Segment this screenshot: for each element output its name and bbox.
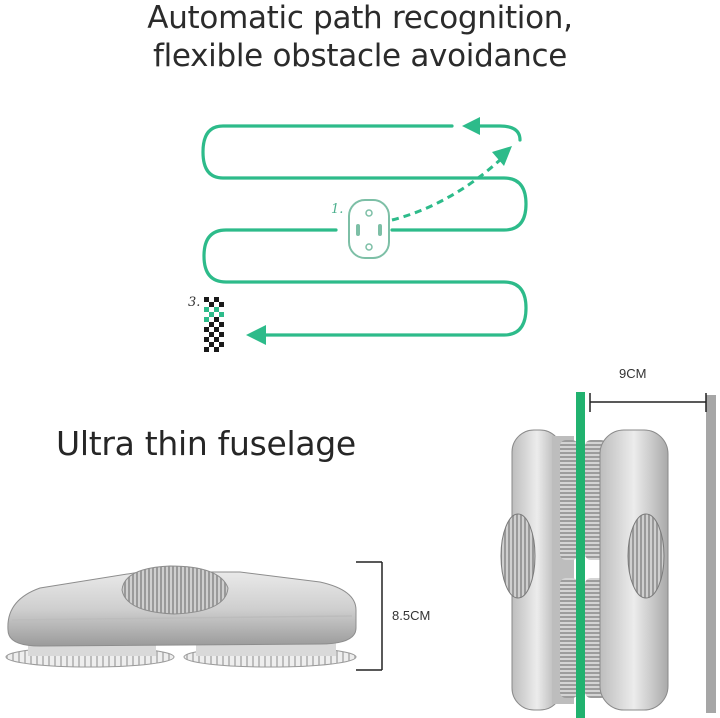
serpentine-path bbox=[201, 124, 528, 337]
arrow-left-top-icon bbox=[462, 117, 480, 135]
height-dimension-bracket bbox=[356, 561, 383, 671]
width-label: 9CM bbox=[619, 366, 647, 381]
height-label: 8.5CM bbox=[392, 608, 431, 623]
arrow-up-right-icon bbox=[492, 146, 512, 166]
glass-pane bbox=[576, 392, 585, 718]
step-1-label: 1. bbox=[331, 202, 343, 217]
path-return-segment bbox=[472, 124, 522, 142]
robot-top-view-icon bbox=[348, 199, 390, 259]
arrow-left-bottom-icon bbox=[246, 325, 266, 345]
right-grip-handle bbox=[627, 513, 665, 599]
cleaning-path-diagram: 1. 3. bbox=[188, 117, 528, 353]
headline-line-2: flexible obstacle avoidance bbox=[152, 38, 568, 74]
window-frame bbox=[706, 395, 716, 713]
step-3-label: 3. bbox=[188, 295, 200, 310]
headline-line-1: Automatic path recognition, bbox=[147, 0, 573, 36]
width-dimension-bracket bbox=[589, 393, 707, 412]
left-grip-handle bbox=[500, 513, 536, 599]
robot-side-profile-image bbox=[5, 565, 357, 668]
dashed-path bbox=[391, 158, 502, 222]
checkered-flag-icon bbox=[204, 297, 224, 353]
robot-front-view-image bbox=[500, 392, 716, 718]
subtitle: Ultra thin fuselage bbox=[56, 424, 356, 463]
